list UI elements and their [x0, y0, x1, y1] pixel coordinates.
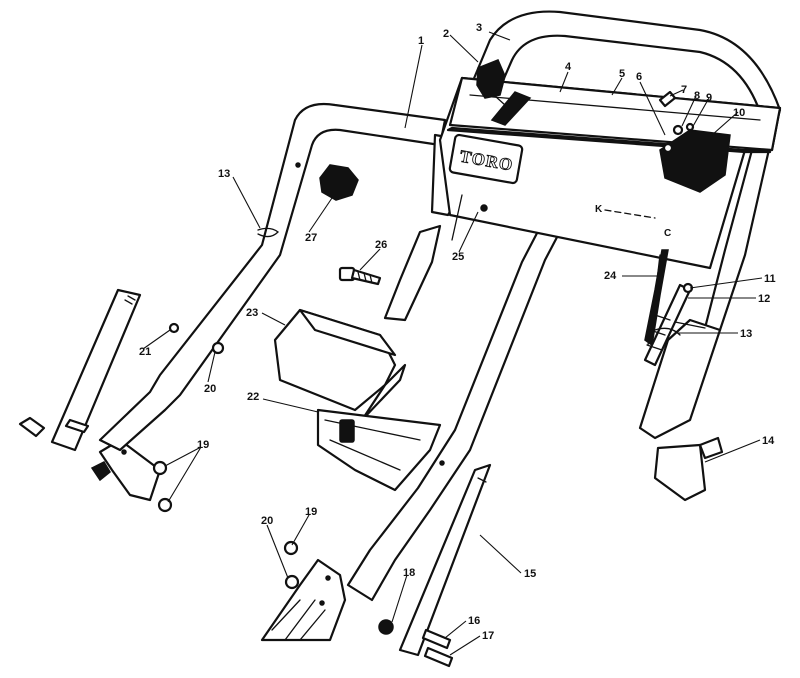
callout-18: 18: [403, 567, 415, 579]
callout-19-bottom: 19: [305, 506, 317, 518]
control-cable: [643, 249, 694, 367]
handle-brace: [383, 224, 442, 322]
callout-15: 15: [524, 568, 536, 580]
callout-20-left: 20: [204, 383, 216, 395]
decal-left-letter: K: [595, 204, 603, 215]
battery-box: [273, 308, 407, 422]
callout-14: 14: [762, 435, 775, 447]
callout-labels: 1 2 3 4 5 6 7 8 9 10 11 12 13 13 14 15 1…: [139, 22, 776, 642]
right-handle-bracket: [398, 463, 492, 657]
callout-4: 4: [565, 61, 572, 73]
callout-25: 25: [452, 251, 464, 263]
throttle-lever: [476, 59, 532, 126]
battery-tray: [316, 408, 442, 492]
callout-17: 17: [482, 630, 494, 642]
callout-1: 1: [418, 35, 424, 47]
callout-9: 9: [706, 92, 712, 104]
callout-12: 12: [758, 293, 770, 305]
callout-19-left: 19: [197, 439, 209, 451]
upper-handle: [468, 10, 782, 440]
callout-26: 26: [375, 239, 387, 251]
callout-20-bottom: 20: [261, 515, 273, 527]
callout-13-left: 13: [218, 168, 230, 180]
fasteners: [18, 322, 454, 668]
left-handle-bracket: [50, 288, 142, 452]
callout-16: 16: [468, 615, 480, 627]
rear-cover: [653, 436, 724, 502]
callout-2: 2: [443, 28, 449, 40]
screw: [451, 194, 488, 241]
decal-right-letter: C: [664, 228, 671, 239]
callout-21: 21: [139, 346, 151, 358]
lower-handle-right-tube: [346, 210, 567, 602]
callout-23: 23: [246, 307, 258, 319]
callout-5: 5: [619, 68, 625, 80]
callout-13-right: 13: [740, 328, 752, 340]
callout-6: 6: [636, 71, 642, 83]
callout-8: 8: [694, 90, 700, 102]
callout-7: 7: [681, 84, 687, 96]
handle-knob: [319, 164, 359, 201]
callout-27: 27: [305, 232, 317, 244]
carriage-bolt: [338, 266, 382, 286]
callout-10: 10: [733, 107, 745, 119]
deck-bracket: [260, 558, 347, 642]
callout-11: 11: [764, 273, 776, 285]
leader-lines: [142, 31, 763, 656]
callout-22: 22: [247, 391, 259, 403]
callout-3: 3: [476, 22, 482, 34]
callout-24: 24: [604, 270, 617, 282]
